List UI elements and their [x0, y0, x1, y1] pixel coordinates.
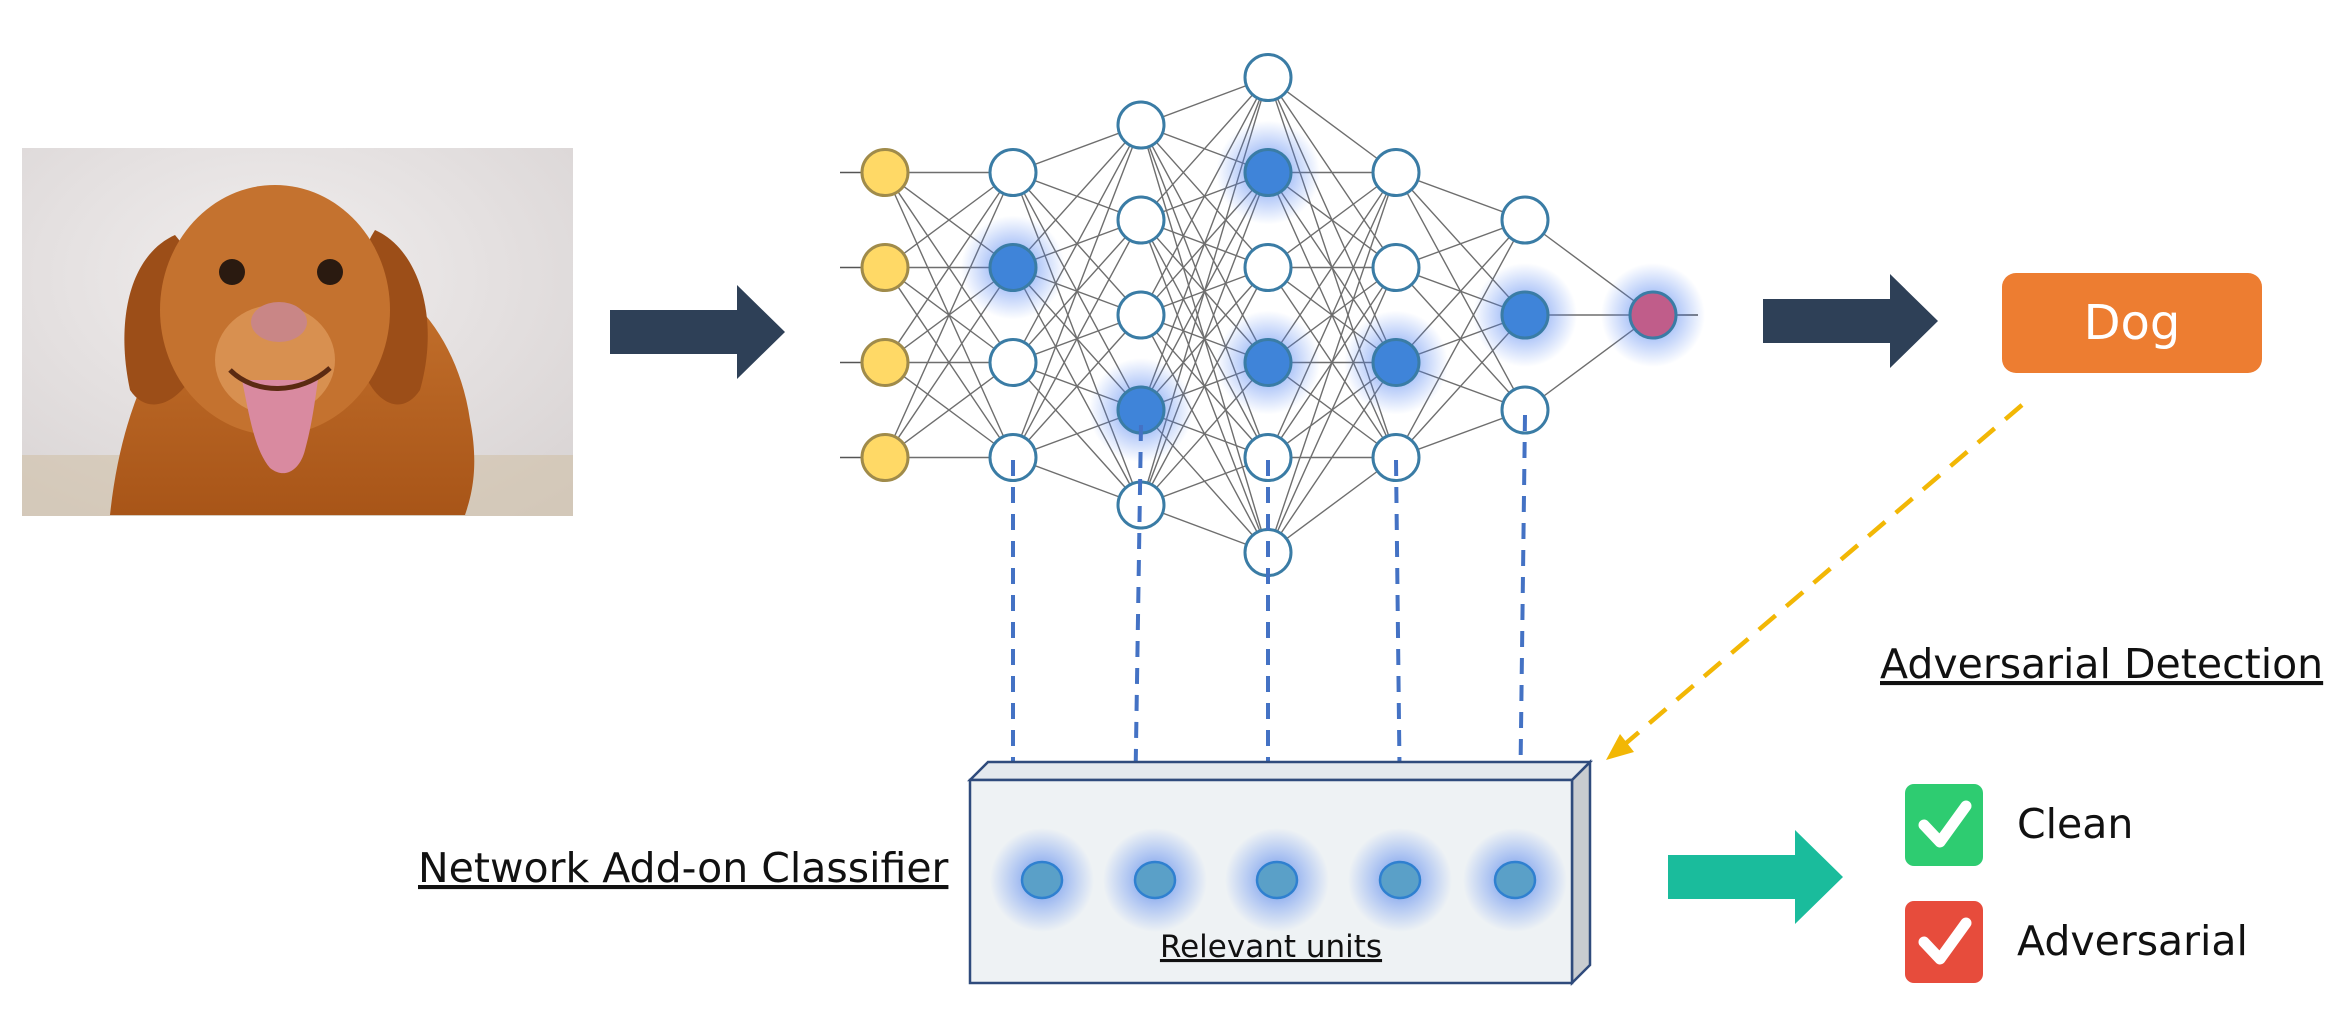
output-label: Dog — [2084, 295, 2181, 351]
projection-line — [1518, 414, 1527, 811]
network-node — [988, 433, 1038, 482]
active-node — [1628, 290, 1678, 340]
network-node — [1116, 195, 1166, 245]
active-node — [1371, 338, 1421, 387]
input-node — [860, 148, 910, 197]
checkmark-icon — [1918, 917, 1972, 965]
network-node — [1116, 290, 1166, 340]
neural-network — [840, 53, 1705, 577]
network-edge — [1267, 172, 1397, 458]
dog-photo — [22, 148, 573, 516]
input-node — [860, 243, 910, 292]
addon-classifier-title: Network Add-on Classifier — [418, 844, 949, 892]
projection-line — [1133, 424, 1143, 811]
network-edge — [884, 172, 1014, 458]
output-box: Dog — [2002, 273, 2262, 373]
checkmark-icon — [1918, 800, 1972, 848]
arrow-network-to-output — [1763, 274, 1938, 368]
relevant-units-label: Relevant units — [1160, 929, 1382, 965]
network-node — [988, 338, 1038, 387]
network-edge — [1267, 76, 1397, 174]
network-node — [1500, 385, 1550, 435]
network-edge — [1140, 77, 1269, 316]
active-node — [1243, 148, 1293, 197]
relevant-unit — [1020, 860, 1064, 900]
network-node — [1371, 433, 1421, 482]
adversarial-label: Adversarial — [2017, 917, 2248, 965]
clean-label: Clean — [2017, 800, 2133, 848]
input-node — [860, 338, 910, 387]
network-node — [1500, 195, 1550, 245]
clean-checkbox — [1905, 784, 1983, 866]
input-node — [860, 433, 910, 482]
adversarial-checkbox — [1905, 901, 1983, 983]
network-edge — [1140, 267, 1269, 506]
arrow-image-to-network — [610, 285, 785, 379]
network-node — [1243, 433, 1293, 482]
active-node — [1243, 338, 1293, 387]
network-edge — [884, 171, 1014, 269]
network-edge — [1140, 77, 1269, 221]
arrow-classifier-to-detection — [1668, 830, 1843, 924]
detection-option-adversarial: Adversarial — [1905, 901, 2248, 983]
network-edge — [1267, 267, 1397, 553]
network-node — [1371, 243, 1421, 292]
network-edge — [1012, 219, 1142, 458]
network-node — [1116, 100, 1166, 150]
network-edge — [1267, 171, 1397, 269]
relevant-unit — [1133, 860, 1177, 900]
relevant-unit — [1493, 860, 1537, 900]
network-node — [1371, 148, 1421, 197]
detection-title: Adversarial Detection — [1880, 640, 2323, 688]
relevant-unit — [1255, 860, 1299, 900]
network-edge — [1012, 314, 1142, 458]
network-edge — [884, 172, 1014, 363]
network-edge — [884, 361, 1014, 459]
network-edge — [1395, 219, 1526, 458]
addon-classifier-box: Relevant units — [966, 758, 1594, 987]
network-node — [988, 148, 1038, 197]
dashed-feedback-arrow — [1606, 403, 2024, 760]
network-edge — [1267, 172, 1397, 553]
active-node — [1500, 290, 1550, 340]
network-node — [1243, 53, 1293, 102]
network-node — [1243, 243, 1293, 292]
active-node — [988, 243, 1038, 292]
projection-line — [1394, 459, 1402, 811]
network-edge — [1012, 124, 1142, 363]
network-edge — [1012, 124, 1142, 458]
detection-option-clean: Clean — [1905, 784, 2133, 866]
network-edge — [1267, 456, 1397, 554]
relevant-unit — [1378, 860, 1422, 900]
